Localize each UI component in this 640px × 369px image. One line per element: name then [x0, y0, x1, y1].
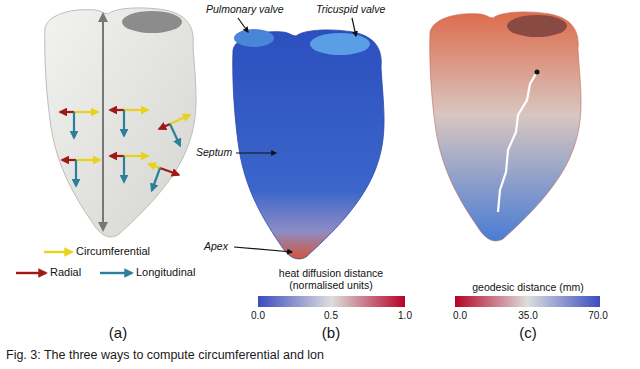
leader-lines [234, 18, 356, 252]
direction-arrows [60, 110, 200, 197]
colorbar-title: heat diffusion distance (normalised unit… [269, 267, 394, 291]
region-label: Apex [204, 240, 228, 252]
shape [233, 30, 384, 259]
shape [159, 115, 200, 151]
shape [234, 29, 274, 47]
shape [141, 164, 179, 197]
panel-label: (c) [519, 324, 537, 341]
tick-label: 0.5 [324, 310, 338, 322]
valve-label: Pulmonary valve [206, 3, 284, 15]
tick-label: 0.0 [251, 310, 265, 322]
shape [310, 33, 370, 55]
figure-caption: Fig. 3: The three ways to compute circum… [6, 348, 324, 362]
shape [60, 111, 74, 113]
shape [152, 168, 160, 191]
colorbar [258, 296, 405, 307]
shape [236, 152, 276, 153]
tick-label: 35.0 [518, 310, 537, 322]
shape [76, 159, 100, 161]
region-label: Septum [196, 146, 232, 158]
shape [149, 164, 160, 168]
shape [124, 155, 148, 157]
tick-label: 70.0 [588, 310, 607, 322]
panel-label: (a) [109, 324, 127, 341]
shape [170, 115, 190, 124]
colorbar-title: geodesic distance (mm) [472, 281, 583, 293]
shape [352, 18, 356, 36]
shape [234, 247, 292, 252]
shape [75, 160, 77, 186]
shape [16, 272, 46, 274]
geodesic-path [498, 70, 540, 213]
shape [160, 168, 179, 175]
shape [110, 110, 148, 136]
shape [44, 251, 72, 253]
panel-label: (b) [322, 324, 340, 341]
heart-mesh-c [430, 12, 581, 241]
shape [535, 70, 540, 75]
shape [74, 111, 98, 113]
heart-mesh-b [233, 29, 384, 259]
shape [102, 14, 104, 230]
shape [110, 156, 148, 182]
legend-text: Radial [50, 266, 81, 279]
valve-label: Tricuspid valve [316, 3, 385, 15]
shape [62, 159, 76, 161]
shape [430, 12, 581, 241]
tick-label: 1.0 [398, 310, 412, 322]
shape [62, 160, 100, 186]
heart-mesh-a [45, 8, 196, 237]
shape [100, 272, 132, 274]
colorbar [455, 296, 600, 307]
shape [238, 18, 248, 32]
shape [73, 112, 75, 138]
legend-text: Circumferential [76, 245, 150, 258]
shape [123, 156, 125, 182]
shape [507, 15, 567, 37]
shape [45, 8, 196, 237]
tick-label: 0.0 [453, 310, 467, 322]
legend-text: Longitudinal [136, 266, 195, 279]
shape [159, 124, 170, 129]
shape [110, 109, 124, 111]
shape [122, 11, 182, 33]
shape [124, 109, 148, 111]
shape [170, 124, 180, 146]
shape [60, 112, 98, 138]
shape [123, 110, 125, 136]
shape [110, 155, 124, 157]
shape [498, 72, 537, 212]
